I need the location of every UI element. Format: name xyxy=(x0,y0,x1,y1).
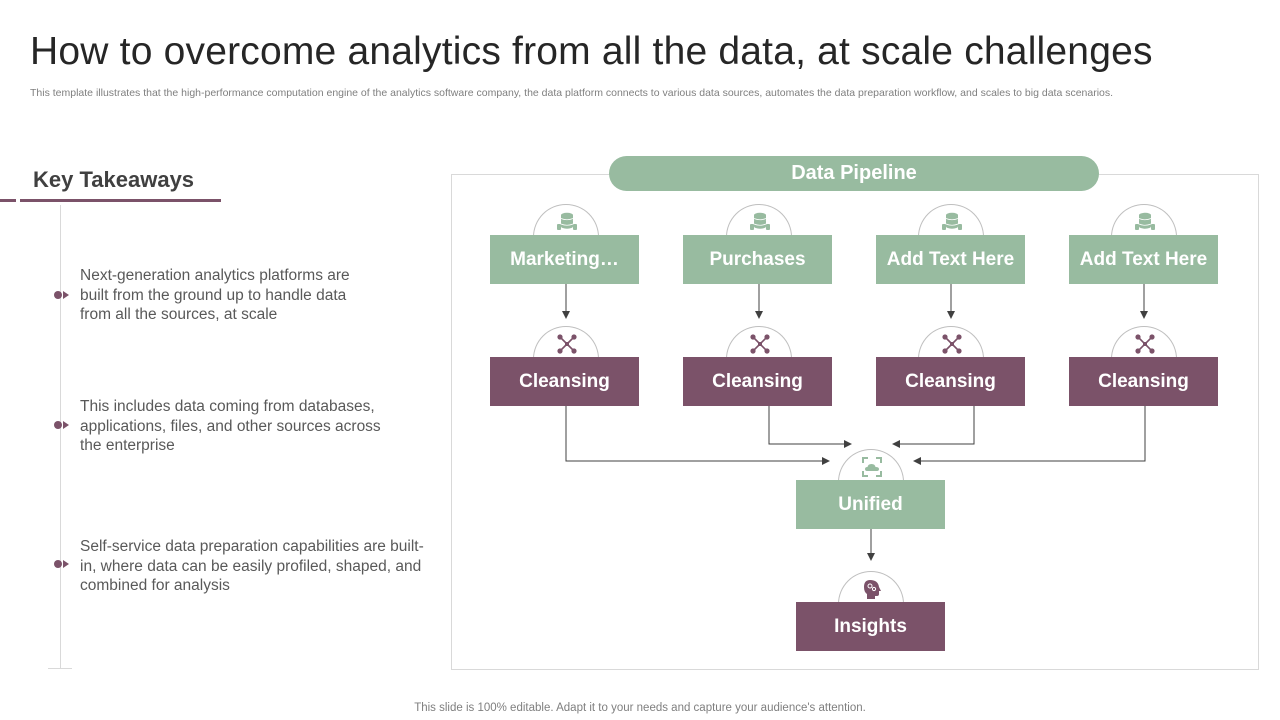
takeaway-text: Next-generation analytics platforms are … xyxy=(80,267,350,323)
bullet-dot-icon xyxy=(54,291,62,299)
insights-node: Insights xyxy=(796,602,945,651)
network-icon xyxy=(557,334,577,354)
bullet-arrow-icon xyxy=(63,291,69,299)
cleansing-node: Cleansing xyxy=(1069,357,1218,406)
data-pipeline-header: Data Pipeline xyxy=(609,156,1099,191)
takeaways-vertical-line xyxy=(60,205,61,669)
arrow-cleansing-to-unified xyxy=(892,406,975,448)
key-takeaways-heading: Key Takeaways xyxy=(33,167,195,192)
network-icon xyxy=(750,334,770,354)
unified-node: Unified xyxy=(796,480,945,529)
bullet-arrow-icon xyxy=(63,560,69,568)
database-icon xyxy=(557,212,577,230)
bullet-dot-icon xyxy=(54,560,62,568)
heading-accent-stub xyxy=(0,199,16,202)
cleansing-node: Cleansing xyxy=(490,357,639,406)
arrow-cleansing-to-unified xyxy=(768,406,852,448)
slide-footer: This slide is 100% editable. Adapt it to… xyxy=(414,702,866,714)
network-icon xyxy=(942,334,962,354)
bullet-dot-icon xyxy=(54,421,62,429)
takeaway-text: Self-service data preparation capabiliti… xyxy=(80,538,424,594)
head-gears-icon xyxy=(864,580,881,599)
cloud-frame-icon xyxy=(862,457,882,477)
source-node: Marketing… xyxy=(490,235,639,284)
slide-subtitle: This template illustrates that the high-… xyxy=(30,87,1114,99)
network-icon xyxy=(1135,334,1155,354)
source-node: Add Text Here xyxy=(876,235,1025,284)
takeaways-bottom-line xyxy=(48,668,72,669)
cleansing-node: Cleansing xyxy=(683,357,832,406)
database-icon xyxy=(942,212,962,230)
source-node: Purchases xyxy=(683,235,832,284)
heading-underline xyxy=(20,199,221,202)
slide-title: How to overcome analytics from all the d… xyxy=(30,30,1153,73)
arrow-cleansing-to-unified xyxy=(565,406,830,465)
takeaway-text: This includes data coming from databases… xyxy=(80,398,381,454)
bullet-arrow-icon xyxy=(63,421,69,429)
database-icon xyxy=(1135,212,1155,230)
database-icon xyxy=(750,212,770,230)
arrow-cleansing-to-unified xyxy=(913,406,1146,465)
source-node: Add Text Here xyxy=(1069,235,1218,284)
cleansing-node: Cleansing xyxy=(876,357,1025,406)
